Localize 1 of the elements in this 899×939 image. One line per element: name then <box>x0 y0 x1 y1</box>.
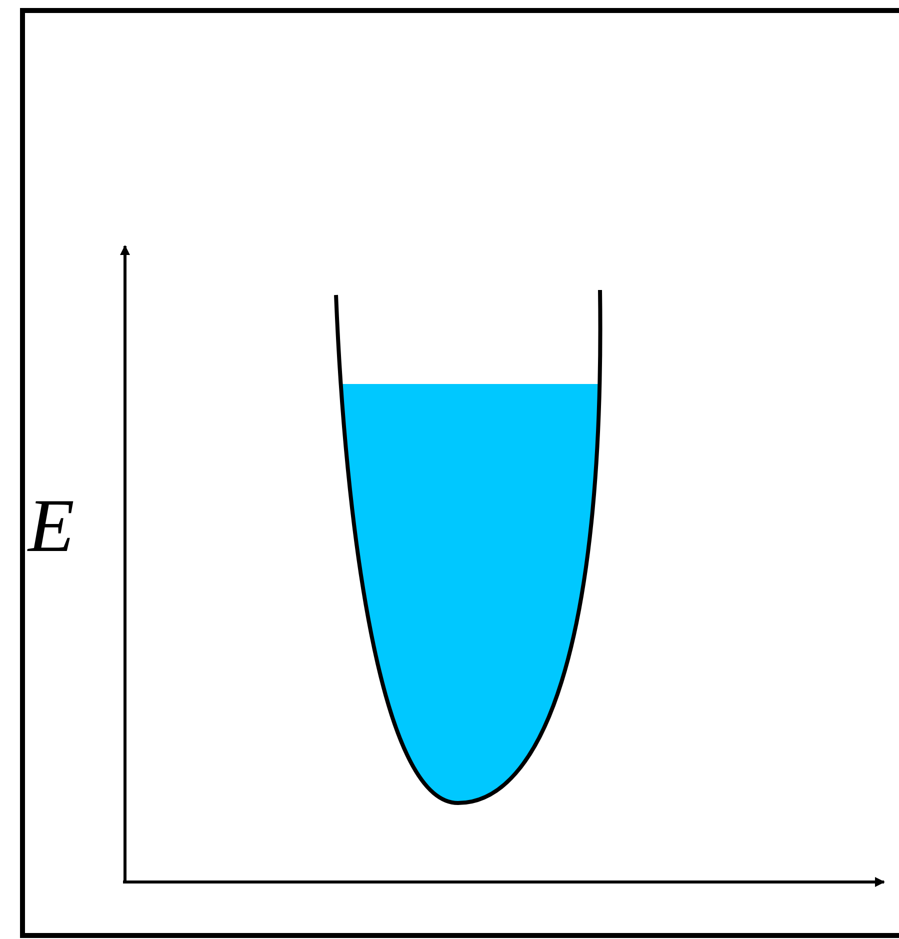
axis-label: E <box>28 488 74 564</box>
